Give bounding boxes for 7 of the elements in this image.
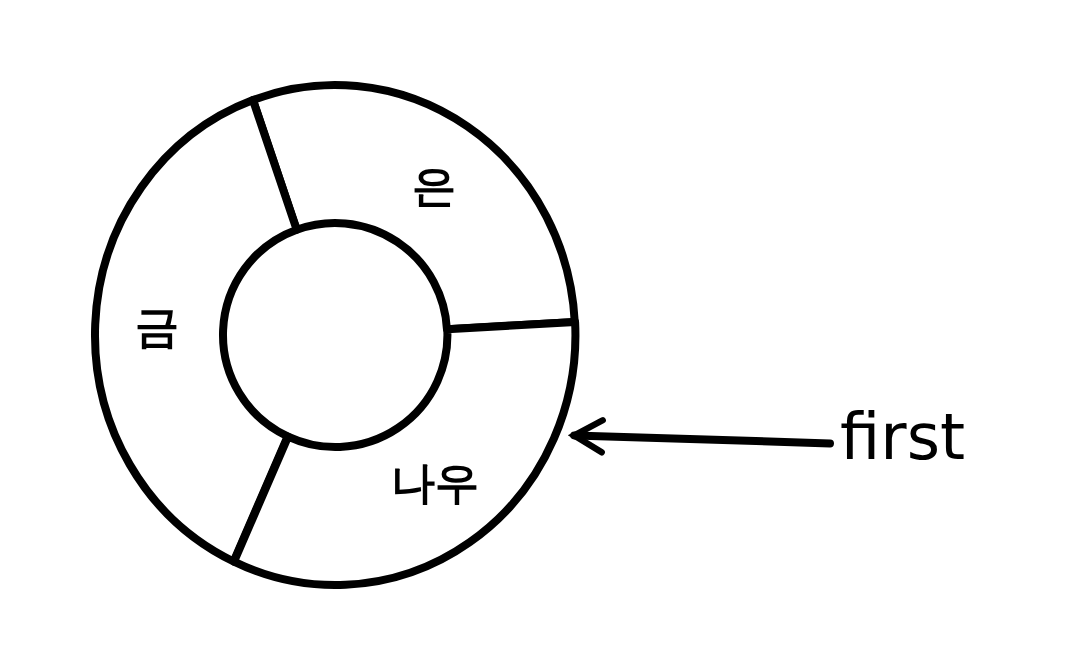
- arrow: [570, 417, 834, 456]
- segment-label: 나우: [390, 460, 479, 505]
- ring-segment: [229, 317, 579, 589]
- text-label: first: [840, 405, 966, 469]
- segment-label: 금: [134, 305, 179, 350]
- segment-label: 은: [411, 164, 456, 209]
- ring-segment: [91, 96, 301, 566]
